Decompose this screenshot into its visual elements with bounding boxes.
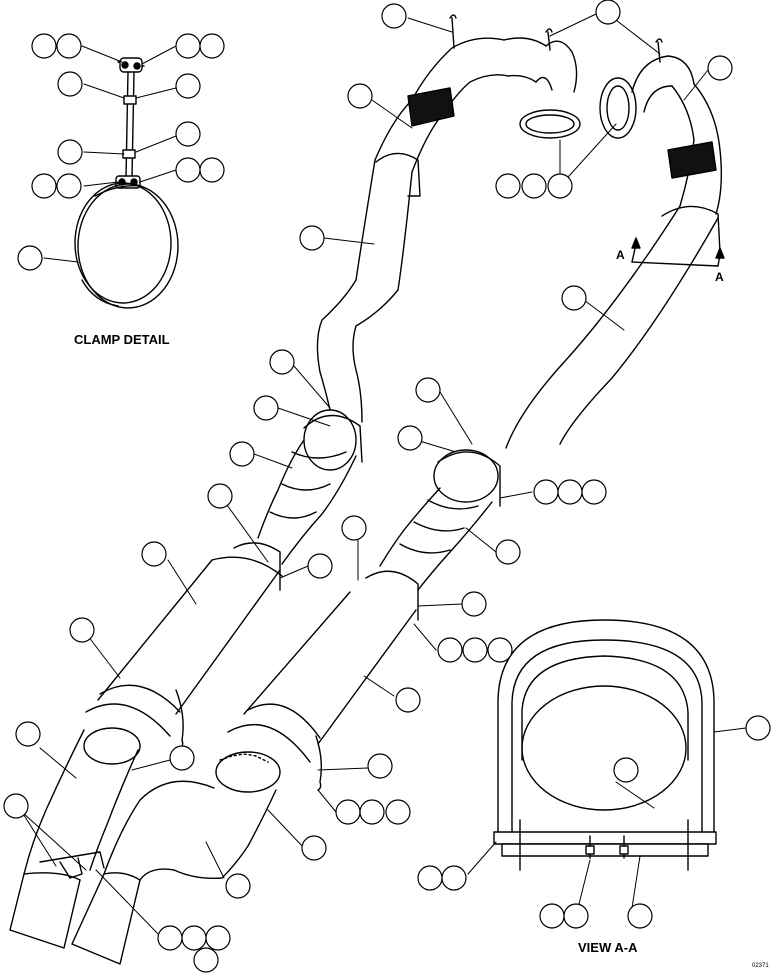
callout-bubble xyxy=(193,947,219,973)
callout-bubble xyxy=(441,865,467,891)
callout-bubble xyxy=(31,173,57,199)
callout-bubble xyxy=(207,483,233,509)
view-aa-drawing xyxy=(493,619,717,871)
callout-bubble xyxy=(56,33,82,59)
callout-bubble xyxy=(307,553,333,579)
right-exhaust-pipe xyxy=(39,205,719,965)
callout-bubble xyxy=(397,425,423,451)
callout-bubble xyxy=(461,591,487,617)
callout-bubble xyxy=(225,873,251,899)
left-exhaust-pipe xyxy=(9,159,413,949)
callout-bubble xyxy=(581,479,607,505)
callout-bubble xyxy=(335,799,361,825)
callout-bubble xyxy=(415,377,441,403)
callout-bubble xyxy=(199,157,225,183)
callout-bubble xyxy=(269,349,295,375)
section-mark-a-left: A xyxy=(616,248,625,262)
callout-bubble xyxy=(57,71,83,97)
callout-bubble xyxy=(533,479,559,505)
callout-bubble xyxy=(56,173,82,199)
callout-bubble xyxy=(539,903,565,929)
callout-bubble xyxy=(547,173,573,199)
callout-bubble xyxy=(745,715,771,741)
callout-bubble xyxy=(557,479,583,505)
clamp-detail-drawing xyxy=(74,57,179,309)
callout-bubble xyxy=(359,799,385,825)
upper-crossover-pipes xyxy=(374,14,723,253)
callout-bubble xyxy=(57,139,83,165)
clamp-leaders xyxy=(43,45,177,263)
callout-bubbles xyxy=(3,0,771,973)
callout-bubble xyxy=(487,637,513,663)
section-mark-a-right: A xyxy=(715,270,724,284)
callout-bubble xyxy=(205,925,231,951)
callout-bubble xyxy=(495,539,521,565)
callout-bubble xyxy=(199,33,225,59)
callout-bubble xyxy=(367,753,393,779)
callout-bubble xyxy=(15,721,41,747)
callout-bubble xyxy=(175,121,201,147)
callout-bubble xyxy=(157,925,183,951)
callout-bubble xyxy=(341,515,367,541)
callout-bubble xyxy=(462,637,488,663)
callout-bubble xyxy=(385,799,411,825)
callout-bubble xyxy=(169,745,195,771)
callout-bubble xyxy=(69,617,95,643)
clamp-detail-title: CLAMP DETAIL xyxy=(74,332,170,347)
callout-bubble xyxy=(229,441,255,467)
callout-bubble xyxy=(175,73,201,99)
callout-bubble xyxy=(395,687,421,713)
callout-bubble xyxy=(17,245,43,271)
callout-bubble xyxy=(707,55,733,81)
figure-number: 02371 xyxy=(752,963,769,969)
leader-lines xyxy=(21,13,747,937)
callout-bubble xyxy=(595,0,621,25)
callout-bubble xyxy=(3,793,29,819)
callout-bubble xyxy=(347,83,373,109)
callout-bubble xyxy=(417,865,443,891)
callout-bubble xyxy=(181,925,207,951)
section-cut-arrows xyxy=(631,237,725,267)
callout-bubble xyxy=(437,637,463,663)
callout-bubble xyxy=(563,903,589,929)
callout-bubble xyxy=(495,173,521,199)
callout-bubble xyxy=(175,157,201,183)
callout-bubble xyxy=(627,903,653,929)
view-aa-title: VIEW A-A xyxy=(578,940,638,955)
callout-bubble xyxy=(141,541,167,567)
callout-bubble xyxy=(299,225,325,251)
callout-bubble xyxy=(613,757,639,783)
callout-bubble xyxy=(301,835,327,861)
callout-bubble xyxy=(521,173,547,199)
callout-bubble xyxy=(561,285,587,311)
callout-bubble xyxy=(175,33,201,59)
callout-bubble xyxy=(381,3,407,29)
callout-bubble xyxy=(253,395,279,421)
callout-bubble xyxy=(31,33,57,59)
